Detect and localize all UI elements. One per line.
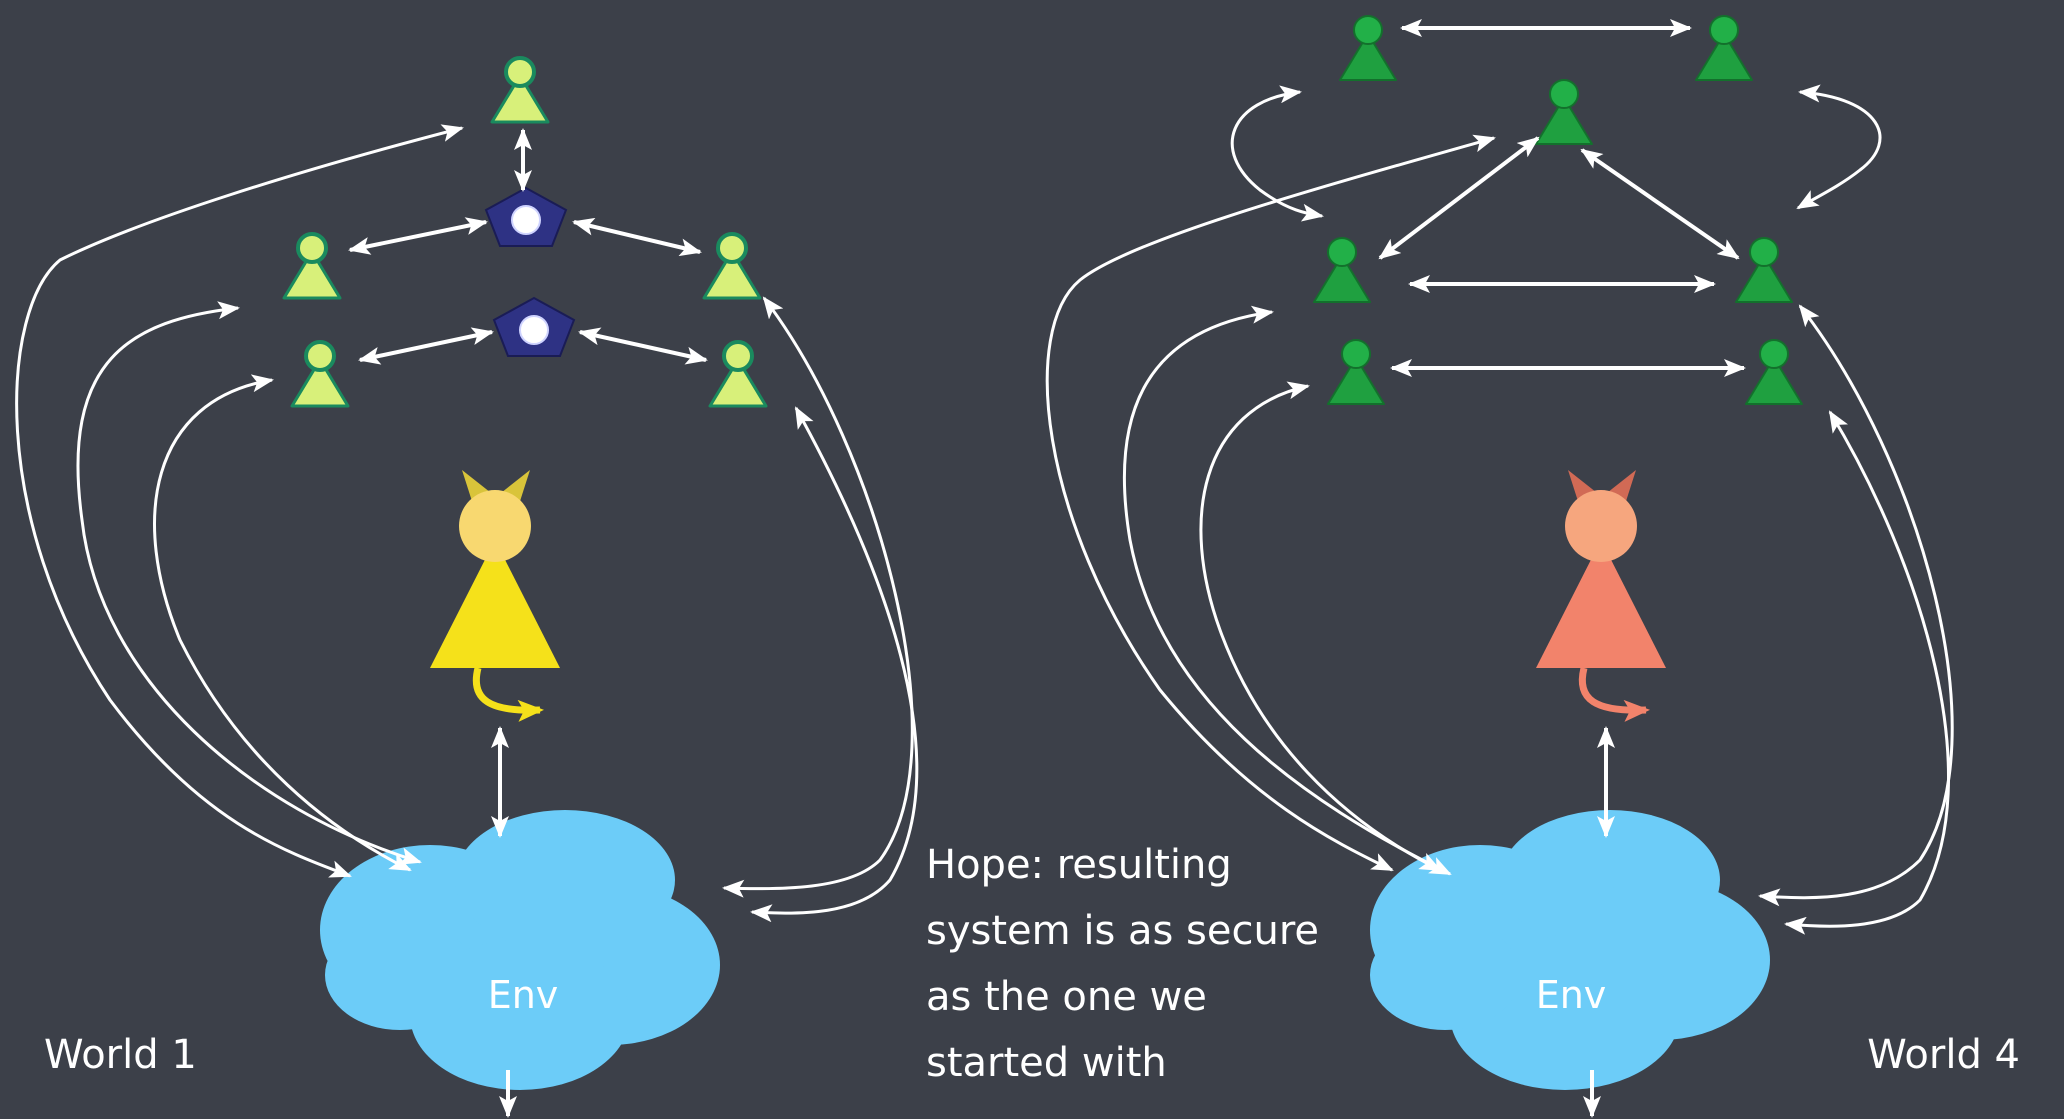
- hope-line-4: started with: [926, 1040, 1167, 1086]
- curve-right-lower-env-r: [1784, 410, 1950, 935]
- arrow-center-left: [1378, 136, 1540, 260]
- world-4-diagram: Env World 4: [1045, 15, 2020, 1118]
- side-loops-right: [1230, 84, 1882, 222]
- hope-line-1: Hope: resulting: [926, 842, 1232, 888]
- env-label-left: Env: [488, 973, 559, 1017]
- functionality-upper-pentagon: [485, 187, 567, 247]
- hope-line-2: system is as secure: [926, 908, 1319, 954]
- env-label-right: Env: [1536, 973, 1607, 1017]
- world-label-left: World 1: [44, 1032, 197, 1078]
- protocol-arrows-right: [1378, 19, 1746, 377]
- arrow-center-right: [1580, 148, 1740, 260]
- party-right-lower-pawn: [708, 340, 768, 408]
- real-party-center-pawn: [1535, 79, 1593, 145]
- party-env-curves-left: [15, 124, 919, 923]
- adversary-salmon: [1536, 470, 1666, 722]
- real-party-top-right-pawn: [1695, 15, 1753, 81]
- functionality-lower-pentagon: [493, 297, 575, 357]
- real-party-top-left-pawn: [1339, 15, 1397, 81]
- env-cloud-left: Env: [320, 810, 720, 1090]
- curve-left-upper-env: [76, 301, 422, 865]
- real-party-left-upper-pawn: [1313, 237, 1371, 303]
- curve-left-lower-env: [153, 374, 412, 872]
- env-cloud-right: Env: [1370, 810, 1770, 1090]
- arrow-right-lower: [578, 327, 708, 365]
- party-left-upper-pawn: [282, 232, 342, 300]
- curve-left-upper-env-r: [1122, 305, 1452, 876]
- party-top-pawn: [490, 56, 550, 124]
- arrow-left-lower: [358, 327, 494, 365]
- loop-left: [1230, 85, 1324, 222]
- hope-line-3: as the one we: [926, 974, 1207, 1020]
- arrow-left-upper: [348, 217, 488, 255]
- real-party-right-lower-pawn: [1745, 339, 1803, 405]
- loop-right: [1796, 84, 1882, 210]
- adversary-yellow: [430, 470, 560, 722]
- hope-caption: Hope: resulting system is as secure as t…: [926, 842, 1319, 1086]
- real-party-right-upper-pawn: [1735, 237, 1793, 303]
- party-env-curves-right: [1045, 134, 1954, 935]
- party-right-upper-pawn: [702, 232, 762, 300]
- real-party-left-lower-pawn: [1327, 339, 1385, 405]
- world-label-right: World 4: [1867, 1032, 2020, 1078]
- curve-left-lower-env-r: [1199, 381, 1442, 872]
- world-1-diagram: Env World 1: [15, 56, 919, 1118]
- arrow-right-upper: [572, 217, 702, 257]
- party-left-lower-pawn: [290, 340, 350, 408]
- curve-right-lower-env: [750, 406, 919, 923]
